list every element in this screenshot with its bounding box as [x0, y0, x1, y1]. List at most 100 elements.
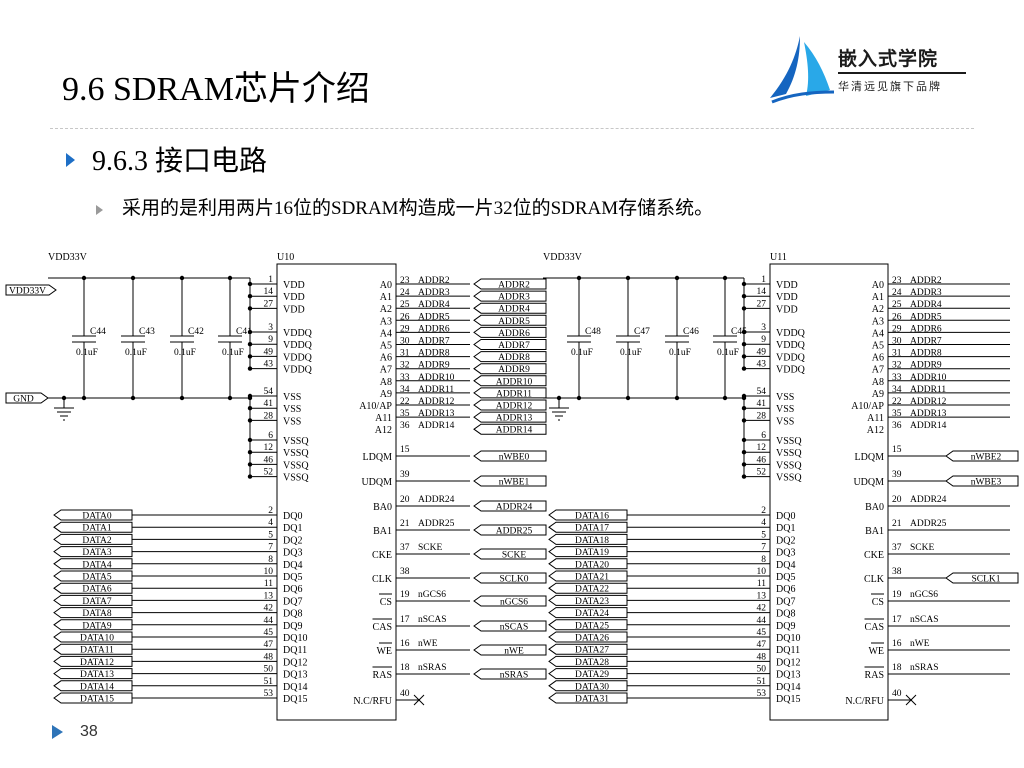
- net-port-label: ADDR9: [498, 365, 530, 375]
- junction-dot: [625, 395, 631, 401]
- pin-name: DQ4: [283, 560, 302, 571]
- net-port: [473, 399, 547, 411]
- junction-dot: [247, 418, 253, 423]
- pin-number: 46: [264, 455, 274, 465]
- junction-dot: [247, 329, 253, 335]
- net-port-label: nWBE1: [499, 478, 530, 488]
- pin-name: CAS: [865, 622, 884, 633]
- pin-name: CS: [872, 597, 884, 608]
- no-connect-icon: [413, 694, 425, 706]
- junction-dot: [741, 281, 747, 287]
- pin-name: A5: [872, 341, 884, 352]
- net-port-label: DATA23: [575, 597, 609, 607]
- section-heading-text: 9.6.3 接口电路: [92, 146, 268, 177]
- sub-bullet: 采用的是利用两片16位的SDRAM构造成一片32位的SDRAM存储系统。: [96, 197, 713, 221]
- junction-dot: [741, 342, 747, 347]
- pin-name: VSS: [776, 416, 794, 427]
- net-port-label: ADDR3: [498, 293, 530, 303]
- pin-number: 27: [757, 299, 767, 309]
- pin-name: VSS: [776, 404, 794, 415]
- pin-number: 13: [264, 591, 274, 601]
- junction-dot: [247, 294, 253, 299]
- junction-dot: [556, 395, 562, 401]
- net-port-label: VDD33V: [9, 287, 46, 297]
- net-port: [473, 314, 547, 326]
- pin-number: 39: [892, 470, 902, 480]
- pin-number: 22: [892, 397, 902, 407]
- net-port: [548, 594, 628, 606]
- capacitor-ref: C41: [236, 327, 252, 337]
- net-port: [473, 339, 547, 350]
- net-label: nSRAS: [910, 663, 939, 673]
- pin-name: BA0: [373, 502, 392, 513]
- net-label: SCKE: [910, 543, 934, 553]
- junction-dot: [247, 406, 253, 411]
- net-port-label: DATA12: [80, 658, 114, 668]
- pin-name: VSS: [283, 404, 301, 415]
- pin-number: 1: [268, 275, 273, 285]
- net-port: [548, 680, 628, 692]
- pin-number: 47: [264, 640, 274, 650]
- pin-name: A8: [872, 377, 884, 388]
- pin-name: DQ3: [283, 548, 302, 559]
- pin-name: DQ10: [283, 633, 307, 644]
- pin-name: LDQM: [855, 452, 885, 463]
- junction-dot: [81, 395, 87, 401]
- pin-number: 21: [892, 519, 902, 529]
- pin-number: 2: [268, 506, 273, 516]
- net-port: [548, 607, 628, 619]
- net-port: [53, 509, 133, 521]
- pin-name: VDDQ: [283, 340, 313, 351]
- pin-number: 3: [761, 323, 766, 333]
- pin-number: 34: [892, 385, 902, 395]
- pin-name: VDDQ: [283, 328, 313, 339]
- net-port-label: nSCAS: [500, 623, 529, 633]
- net-label: ADDR14: [910, 421, 947, 431]
- net-port-label: DATA15: [80, 695, 114, 705]
- junction-dot: [722, 395, 728, 401]
- junction-dot: [81, 275, 87, 281]
- junction-dot: [741, 474, 747, 479]
- pin-number: 10: [757, 567, 767, 577]
- net-port: [945, 450, 1019, 462]
- net-label: SCKE: [418, 543, 442, 553]
- net-port: [5, 284, 57, 296]
- pin-name: CKE: [864, 550, 884, 561]
- pin-number: 26: [400, 312, 410, 322]
- junction-dot: [576, 275, 582, 281]
- pin-number: 54: [264, 387, 274, 397]
- net-port: [473, 351, 547, 363]
- net-label: ADDR8: [910, 349, 942, 359]
- chip-outline: [276, 263, 397, 721]
- net-port: [473, 290, 547, 302]
- net-port: [548, 655, 628, 667]
- net-port: [53, 655, 133, 667]
- pin-name: VDD: [776, 304, 798, 315]
- brand-logo: 嵌入式学院 华清远见旗下品牌: [766, 32, 976, 108]
- pin-name: DQ1: [283, 523, 302, 534]
- pin-name: DQ8: [776, 609, 795, 620]
- junction-dot: [227, 275, 233, 281]
- pin-name: DQ11: [776, 645, 800, 656]
- net-label: ADDR9: [418, 361, 450, 371]
- junction-dot: [576, 395, 582, 401]
- pin-number: 15: [400, 445, 410, 455]
- pin-number: 24: [892, 288, 902, 298]
- pin-number: 9: [268, 335, 273, 345]
- net-label: nGCS6: [910, 590, 938, 600]
- net-port-label: nWBE2: [971, 453, 1002, 463]
- pin-name: BA1: [373, 526, 392, 537]
- junction-dot: [130, 395, 136, 401]
- pin-number: 25: [892, 300, 902, 310]
- pin-number: 28: [264, 411, 274, 421]
- pin-name: VDDQ: [776, 340, 806, 351]
- net-port: [473, 450, 547, 462]
- pin-name: DQ12: [776, 657, 800, 668]
- net-port: [473, 500, 547, 512]
- net-label: nWE: [910, 639, 930, 649]
- net-port-label: DATA22: [575, 585, 609, 595]
- junction-dot: [625, 275, 631, 281]
- net-port-label: DATA29: [575, 670, 609, 680]
- pin-name: DQ4: [776, 560, 795, 571]
